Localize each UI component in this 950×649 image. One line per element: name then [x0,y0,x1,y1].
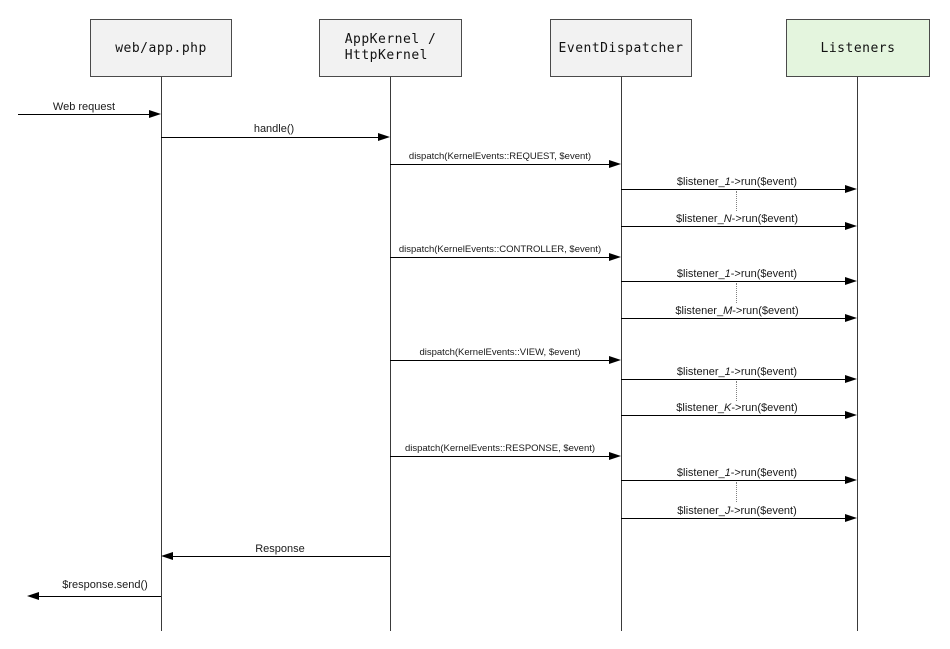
listener-index: M [723,305,733,317]
arrowhead-listener-call [845,185,857,193]
listener-index: N [723,213,732,225]
message-label-listener-call: $listener_J->run($event) [677,505,797,517]
arrowhead-listener-call [845,314,857,322]
listener-index: J [724,505,731,517]
message-label-dispatch-response: dispatch(KernelEvents::RESPONSE, $event) [404,443,596,454]
message-label-dispatch-view: dispatch(KernelEvents::VIEW, $event) [419,347,581,358]
listener-suffix: ->run($event) [732,305,799,317]
listener-suffix: ->run($event) [730,366,798,378]
listener-prefix: $listener_ [676,268,725,280]
listener-suffix: ->run($event) [730,176,798,188]
arrow-dispatch-response [390,456,609,457]
message-label-dispatch-request: dispatch(KernelEvents::REQUEST, $event) [408,151,592,162]
arrow-response [173,556,390,557]
message-label-listener-call: $listener_N->run($event) [676,213,798,225]
message-label-listener-call: $listener_K->run($event) [676,402,797,414]
arrowhead-dispatch-controller [609,253,621,261]
arrow-listener-call [621,189,845,190]
arrow-listener-call [621,415,845,416]
arrowhead-listener-call [845,411,857,419]
listener-prefix: $listener_ [676,366,725,378]
actor-web-app-label: web/app.php [115,40,207,56]
continuation-dots [736,482,737,502]
lifeline-web-app [161,77,162,631]
actor-event-dispatcher: EventDispatcher [550,19,692,77]
arrow-dispatch-controller [390,257,609,258]
lifeline-event-dispatcher [621,77,622,631]
arrow-listener-call [621,480,845,481]
listener-index: 1 [724,366,731,378]
actor-kernel-label-line1: AppKernel / [344,32,437,47]
arrow-listener-call [621,518,845,519]
listener-index: 1 [724,176,731,188]
actor-web-app: web/app.php [90,19,232,77]
listener-index: 1 [724,268,731,280]
continuation-dots [736,191,737,211]
message-label-web-request: Web request [52,101,116,113]
listener-suffix: ->run($event) [730,467,798,479]
arrow-dispatch-request [390,164,609,165]
listener-prefix: $listener_ [676,467,725,479]
arrow-listener-call [621,226,845,227]
listener-prefix: $listener_ [676,213,724,225]
listener-suffix: ->run($event) [730,505,797,517]
arrowhead-response-send [27,592,39,600]
listener-suffix: ->run($event) [730,268,798,280]
listener-prefix: $listener_ [676,176,725,188]
listener-prefix: $listener_ [675,305,724,317]
arrow-response-send [39,596,161,597]
listener-index: 1 [724,467,731,479]
actor-kernel-label-line2: HttpKernel [344,48,428,63]
arrow-dispatch-view [390,360,609,361]
arrow-listener-call [621,379,845,380]
listener-suffix: ->run($event) [731,213,798,225]
arrowhead-response [161,552,173,560]
lifeline-kernel [390,77,391,631]
actor-listeners: Listeners [786,19,930,77]
arrow-handle [161,137,378,138]
message-label-response-send: $response.send() [62,579,148,591]
actor-listeners-label: Listeners [820,40,896,56]
lifeline-listeners [857,77,858,631]
actor-kernel: AppKernel / HttpKernel [319,19,462,77]
message-label-handle: handle() [253,123,295,135]
message-label-listener-call: $listener_1->run($event) [677,176,797,188]
message-label-listener-call: $listener_1->run($event) [677,467,797,479]
listener-suffix: ->run($event) [731,402,798,414]
message-label-response: Response [255,543,305,555]
arrowhead-dispatch-request [609,160,621,168]
arrowhead-handle [378,133,390,141]
continuation-dots [736,381,737,401]
arrowhead-dispatch-view [609,356,621,364]
arrow-listener-call [621,281,845,282]
actor-event-dispatcher-label: EventDispatcher [558,40,684,56]
arrowhead-listener-call [845,222,857,230]
message-label-listener-call: $listener_M->run($event) [675,305,798,317]
arrowhead-listener-call [845,514,857,522]
arrowhead-listener-call [845,375,857,383]
listener-prefix: $listener_ [677,505,725,517]
arrow-listener-call [621,318,845,319]
message-label-listener-call: $listener_1->run($event) [677,268,797,280]
actor-kernel-label: AppKernel / HttpKernel [345,32,437,64]
message-label-dispatch-controller: dispatch(KernelEvents::CONTROLLER, $even… [398,244,602,255]
arrowhead-listener-call [845,277,857,285]
arrow-web-request [18,114,149,115]
arrowhead-dispatch-response [609,452,621,460]
listener-index: K [724,402,732,414]
message-label-listener-call: $listener_1->run($event) [677,366,797,378]
arrowhead-web-request [149,110,161,118]
listener-prefix: $listener_ [676,402,725,414]
continuation-dots [736,283,737,303]
arrowhead-listener-call [845,476,857,484]
